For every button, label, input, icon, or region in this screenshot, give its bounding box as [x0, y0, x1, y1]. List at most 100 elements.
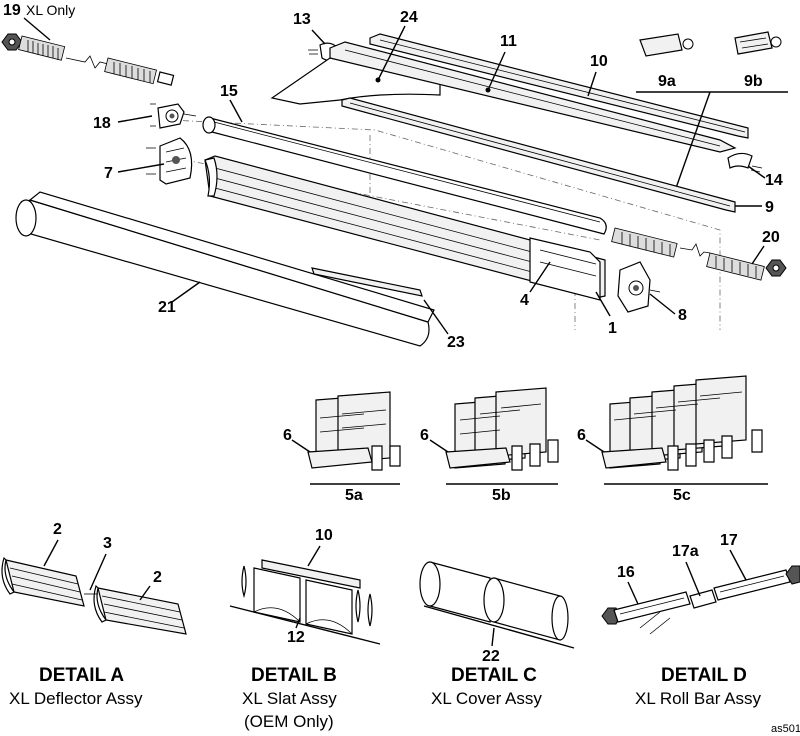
- label-24: 24: [400, 9, 418, 26]
- roll-tube-15: [202, 116, 607, 235]
- cover-21: [15, 191, 435, 347]
- leader-1: [595, 291, 611, 317]
- leader-7: [117, 163, 165, 173]
- leader-6c: [585, 439, 605, 453]
- label-13: 13: [293, 11, 311, 28]
- leader-13: [311, 29, 326, 45]
- label-9: 9: [765, 199, 774, 216]
- slat-9: [341, 97, 736, 213]
- leader-detail-c-22: [491, 627, 495, 647]
- baseline-detail-c: [423, 605, 575, 649]
- slat-11: [329, 41, 737, 153]
- label-8: 8: [678, 307, 687, 324]
- label-6b: 6: [420, 427, 429, 444]
- label-4: 4: [520, 292, 529, 309]
- detail-a-title: DETAIL A: [39, 665, 124, 686]
- detail-a-subtitle: XL Deflector Assy: [9, 689, 143, 708]
- leader-6a: [291, 439, 311, 453]
- label-detail-c-22: 22: [482, 648, 500, 665]
- slat-set-5a: [307, 391, 401, 471]
- leader-15: [229, 99, 243, 123]
- label-6c: 6: [577, 427, 586, 444]
- label-19-note: XL Only: [26, 2, 75, 18]
- detail-c-title: DETAIL C: [451, 665, 537, 686]
- housing-1: [529, 237, 601, 301]
- end-bracket-7: [146, 137, 193, 185]
- leader-detail-a-3: [89, 553, 107, 591]
- end-clip-14: [727, 152, 763, 173]
- leader-6b: [429, 439, 449, 453]
- deflector-housing-4: [204, 155, 606, 299]
- figure-code: as501: [771, 723, 800, 735]
- leader-4: [529, 261, 551, 293]
- leader-21: [171, 281, 201, 303]
- detail-a-drawing: [1, 556, 187, 635]
- label-7: 7: [104, 165, 113, 182]
- leader-detail-d-17a: [685, 561, 701, 597]
- option-9a: [639, 33, 694, 57]
- slat-set-5c: [601, 375, 763, 471]
- leader-14: [747, 165, 766, 179]
- detail-b-subtitle: XL Slat Assy: [242, 689, 337, 708]
- fabric-24: [270, 57, 441, 105]
- label-detail-d-17: 17: [720, 532, 738, 549]
- label-5a: 5a: [345, 487, 363, 504]
- label-detail-b-10: 10: [315, 527, 333, 544]
- leader-20: [751, 245, 765, 265]
- leader-23: [423, 299, 449, 335]
- label-detail-b-12: 12: [287, 629, 305, 646]
- label-20: 20: [762, 229, 780, 246]
- label-23: 23: [447, 334, 465, 351]
- detail-d-drawing: [601, 565, 800, 635]
- detail-b-drawing: [241, 559, 373, 635]
- spring-assembly-20: [611, 227, 787, 281]
- label-10: 10: [590, 53, 608, 70]
- detail-d-subtitle: XL Roll Bar Assy: [635, 689, 761, 708]
- label-11: 11: [500, 33, 517, 50]
- leader-10: [587, 71, 597, 97]
- label-18: 18: [93, 115, 111, 132]
- label-6a: 6: [283, 427, 292, 444]
- leader-11: [487, 51, 506, 91]
- spring-assembly-19: [1, 33, 175, 86]
- label-detail-d-17a: 17a: [672, 543, 699, 560]
- leader-detail-b-12: [295, 617, 301, 629]
- baseline-detail-b: [229, 605, 381, 645]
- detail-d-title: DETAIL D: [661, 665, 747, 686]
- strip-23: [311, 267, 423, 297]
- label-detail-a-2-right: 2: [153, 569, 162, 586]
- leader-detail-a-2-left: [43, 539, 59, 567]
- label-detail-a-3: 3: [103, 535, 112, 552]
- leader-9-option: [675, 91, 711, 189]
- slat-set-5b: [445, 387, 559, 471]
- label-21: 21: [158, 299, 176, 316]
- label-5c: 5c: [673, 487, 691, 504]
- label-9b: 9b: [744, 73, 763, 90]
- leader-8: [649, 293, 676, 315]
- label-15: 15: [220, 83, 238, 100]
- slat-10: [369, 33, 749, 139]
- bearing-18: [150, 103, 197, 129]
- label-14: 14: [765, 172, 783, 189]
- leader-detail-b-10: [307, 545, 321, 567]
- option-9b: [734, 31, 782, 55]
- detail-b-note: (OEM Only): [244, 712, 334, 731]
- detail-c-drawing: [419, 561, 569, 641]
- leader-19: [23, 17, 51, 41]
- detail-b-title: DETAIL B: [251, 665, 337, 686]
- leader-detail-a-2-right: [139, 585, 151, 601]
- label-detail-d-16: 16: [617, 564, 635, 581]
- label-9a: 9a: [658, 73, 676, 90]
- leader-18: [117, 115, 153, 123]
- leader-detail-d-16: [627, 581, 639, 605]
- detail-c-subtitle: XL Cover Assy: [431, 689, 542, 708]
- label-1: 1: [608, 320, 617, 337]
- label-5b: 5b: [492, 487, 511, 504]
- leader-24: [377, 25, 406, 81]
- leader-detail-d-17: [729, 549, 747, 581]
- label-19: 19: [3, 2, 21, 19]
- label-detail-a-2-left: 2: [53, 521, 62, 538]
- end-plate-8: [617, 261, 661, 313]
